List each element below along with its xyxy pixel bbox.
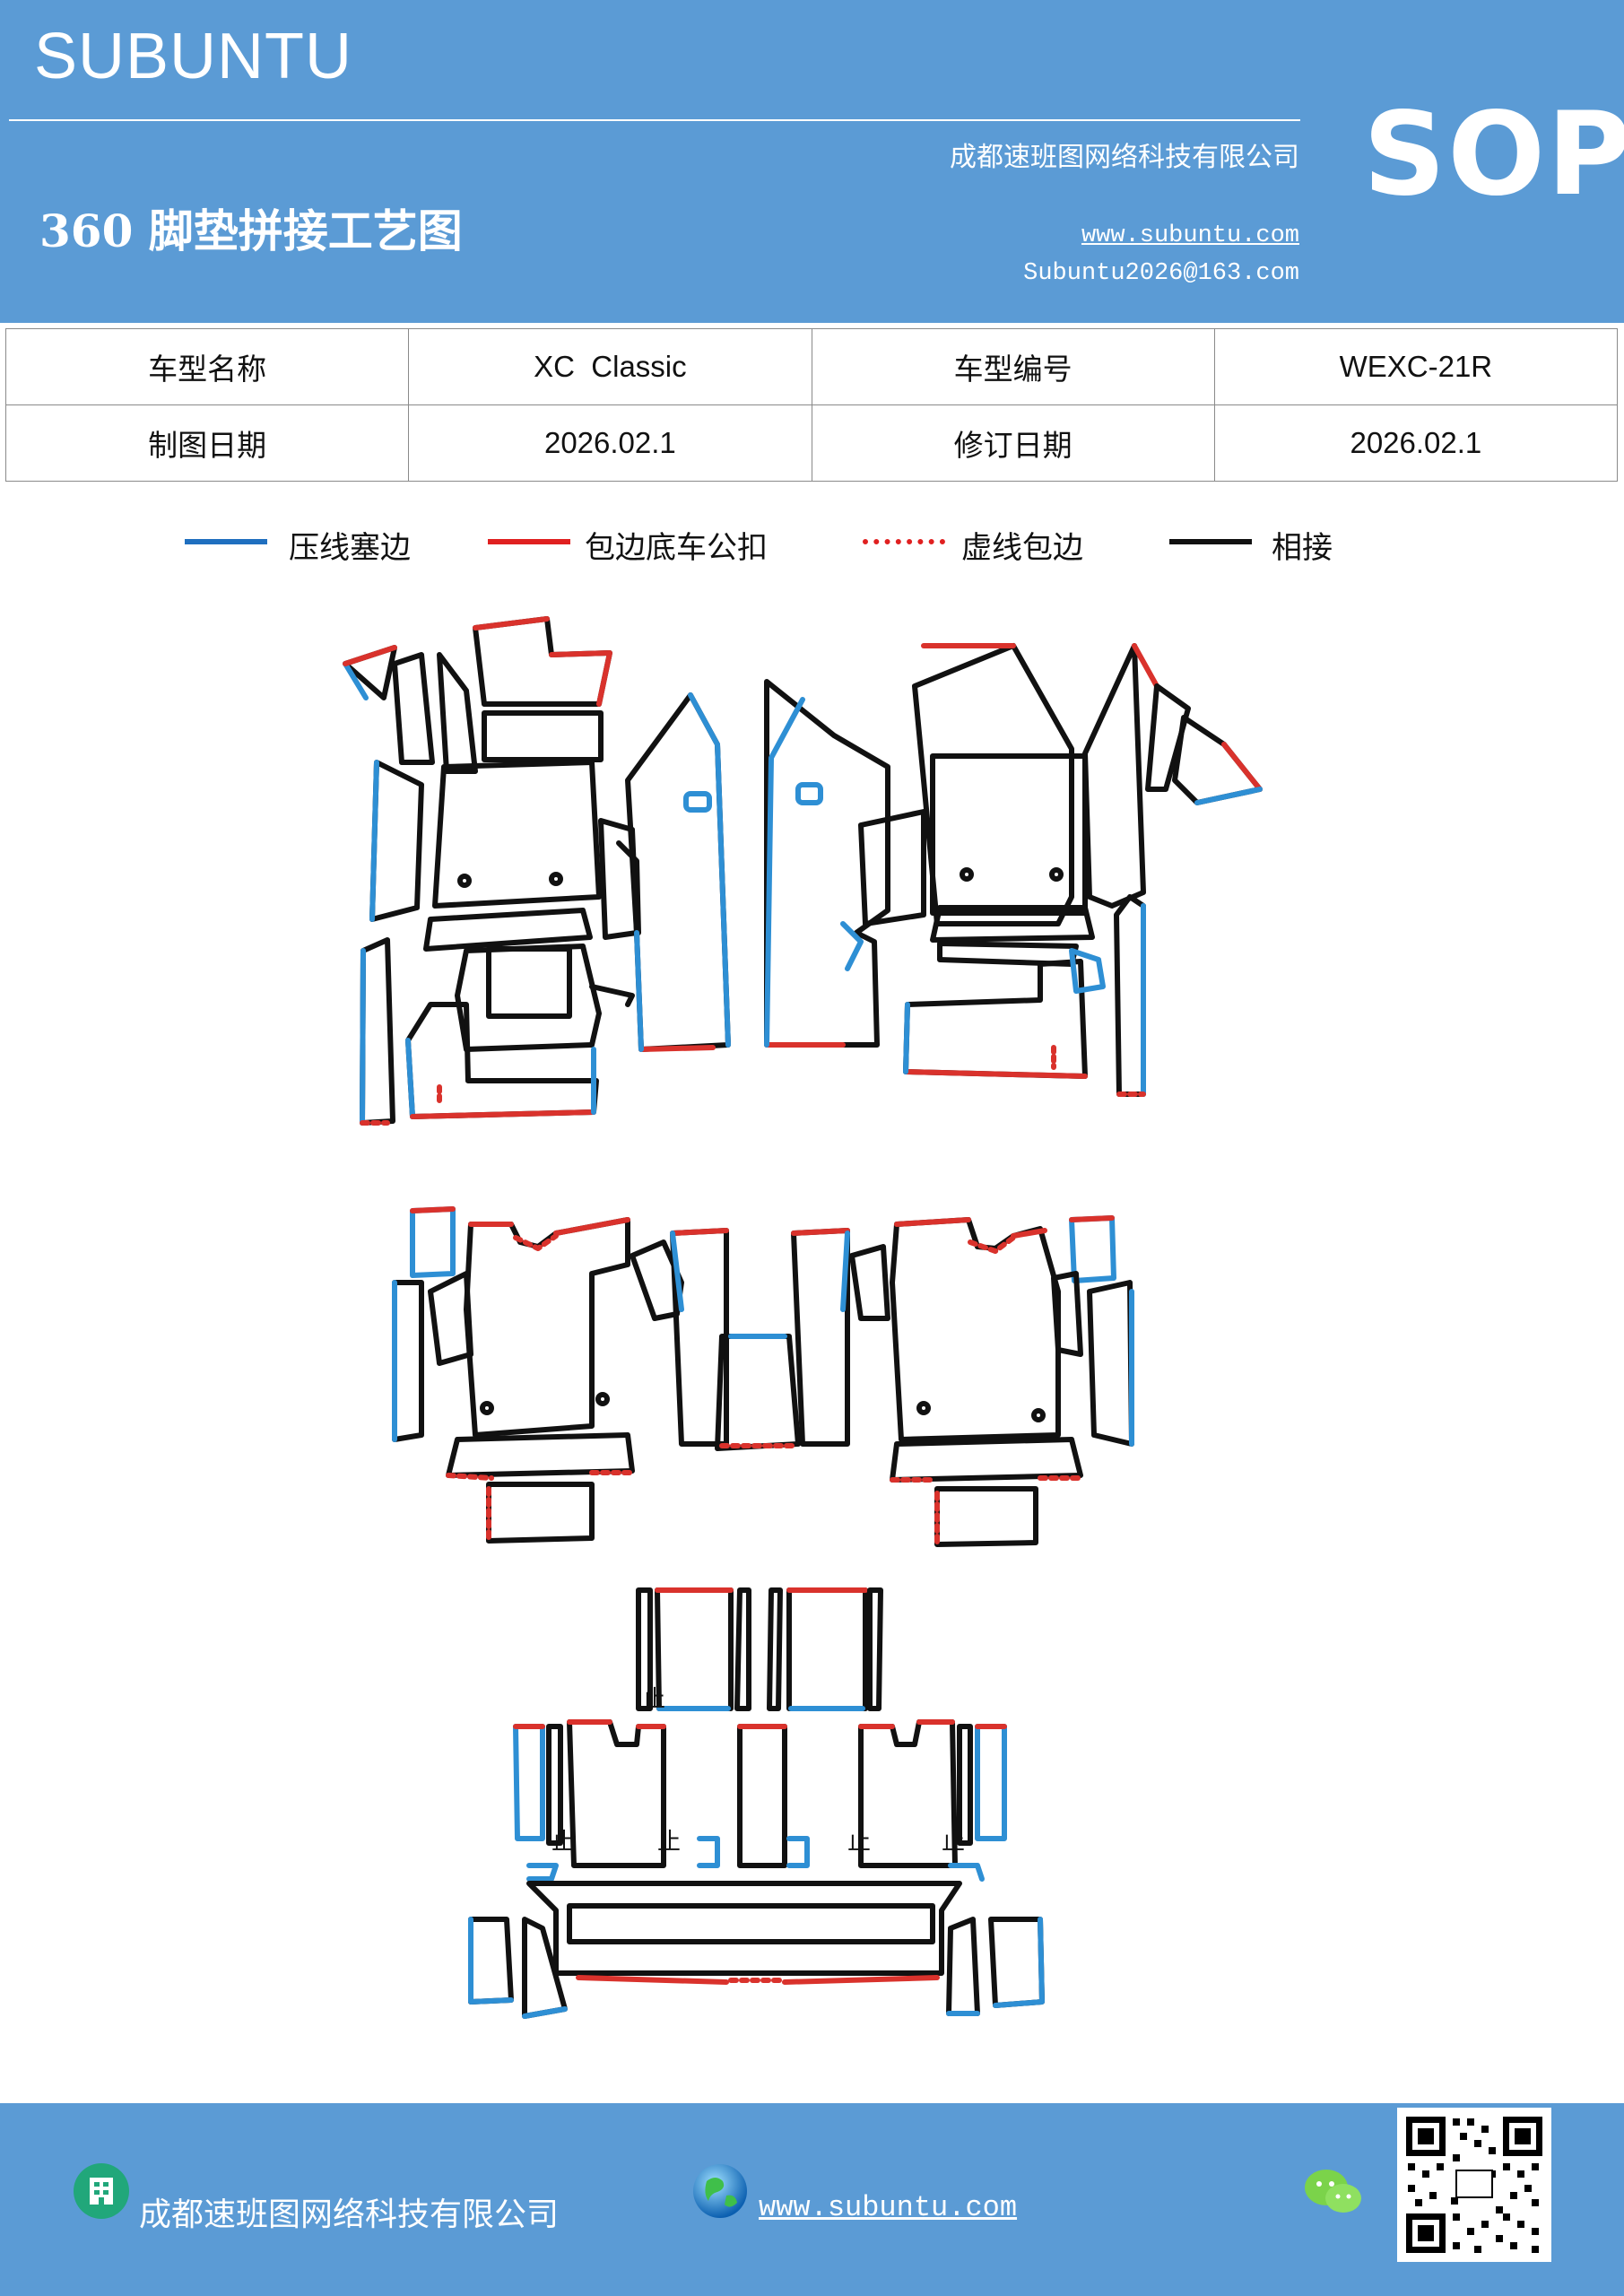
legend-swatch-red [488, 539, 570, 544]
model-name-label: 车型名称 [4, 328, 410, 405]
stop-mark: 止 [657, 1829, 681, 1856]
legend-swatch-black [1169, 539, 1252, 544]
legend-label: 压线塞边 [289, 530, 411, 566]
legend-label: 包边底车公扣 [585, 530, 768, 566]
footer-website-link[interactable]: www.subuntu.com [759, 2191, 1018, 2224]
stop-mark: 止 [942, 1829, 965, 1856]
header-company: 成都速班图网络科技有限公司 [950, 142, 1299, 173]
sop-badge: SOP [1363, 88, 1624, 222]
header-divider [9, 119, 1300, 121]
page-title: 360 脚垫拼接工艺图 [39, 204, 463, 257]
model-code-value: WEXC-21R [1213, 328, 1619, 405]
model-name-value: XC Classic [408, 328, 812, 405]
floor-mat-diagram: 止 止 止 止 止 [343, 616, 1263, 2019]
footer-company: 成都速班图网络科技有限公司 [139, 2196, 560, 2233]
header-email: Subuntu2026@163.com [1023, 260, 1299, 287]
revision-date-value: 2026.02.1 [1213, 404, 1619, 482]
draw-date-value: 2026.02.1 [408, 404, 812, 482]
info-table: 车型名称 XC Classic 车型编号 WEXC-21R 制图日期 2026.… [4, 328, 1619, 482]
table-row: 制图日期 2026.02.1 修订日期 2026.02.1 [4, 404, 1619, 482]
header-banner: SUBUNTU 成都速班图网络科技有限公司 360 脚垫拼接工艺图 www.su… [0, 0, 1624, 323]
footer-banner: 成都速班图网络科技有限公司 www.subuntu.com [0, 2103, 1624, 2296]
model-code-label: 车型编号 [811, 328, 1215, 405]
building-icon [74, 2163, 129, 2219]
stop-mark: 止 [847, 1829, 871, 1856]
legend-label: 虚线包边 [961, 530, 1083, 566]
header-website-link[interactable]: www.subuntu.com [1081, 222, 1299, 249]
stop-mark: 止 [551, 1829, 575, 1856]
second-row-group [392, 1206, 1134, 1547]
wechat-icon[interactable] [1302, 2164, 1365, 2220]
table-row: 车型名称 XC Classic 车型编号 WEXC-21R [4, 328, 1619, 405]
legend-swatch-red-dotted [863, 539, 945, 544]
brand-name: SUBUNTU [34, 21, 353, 92]
revision-date-label: 修订日期 [811, 404, 1215, 482]
rear-row-group: 止 止 止 止 止 [468, 1587, 1045, 2019]
legend-swatch-blue [185, 539, 267, 544]
globe-icon [693, 2164, 747, 2218]
draw-date-label: 制图日期 [4, 404, 410, 482]
front-mat-group [343, 616, 1263, 1126]
legend-label: 相接 [1272, 530, 1333, 566]
qr-code [1397, 2108, 1551, 2262]
stop-mark: 止 [642, 1686, 665, 1713]
